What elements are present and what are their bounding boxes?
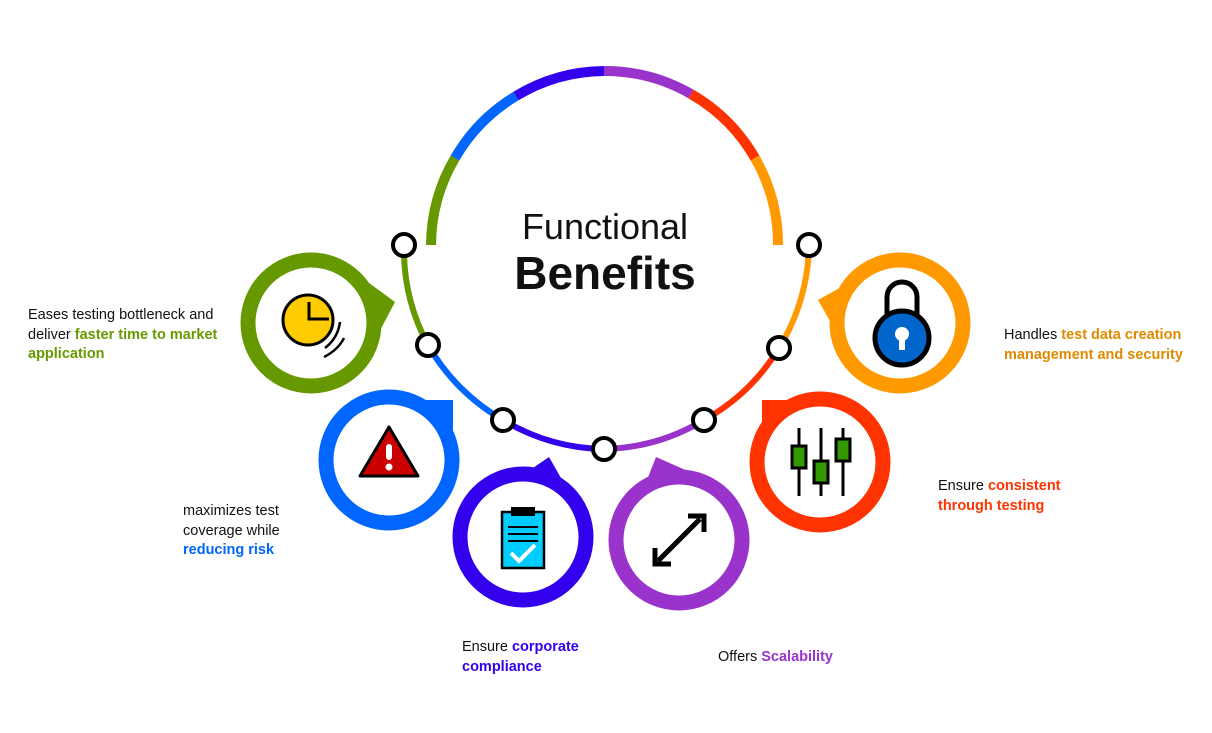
bubble-consistent	[749, 391, 891, 533]
caption-scalability: Offers Scalability	[718, 648, 898, 668]
upper-arc-purple	[603, 65, 694, 99]
upper-arc-green	[426, 155, 460, 246]
warning-icon	[358, 425, 420, 478]
node	[391, 232, 417, 258]
caption-highlight: test data creation management and securi…	[1004, 327, 1183, 363]
upper-arc-indigo	[513, 66, 605, 101]
upper-arc-red	[688, 89, 760, 161]
bubble-security	[818, 252, 971, 394]
caption-reduce-risk: maximizes test coverage while reducing r…	[183, 502, 303, 561]
caption-consistent: Ensure consistent through testing	[938, 477, 1073, 516]
upper-arc-orange	[750, 155, 784, 246]
clock-icon	[281, 293, 346, 359]
title-line1: Functional	[521, 206, 689, 247]
caption-text: Ensure	[938, 478, 988, 494]
node	[415, 332, 441, 358]
ring-nodes	[391, 232, 822, 462]
node	[691, 407, 717, 433]
sliders-icon	[790, 428, 852, 496]
node	[591, 436, 617, 462]
caption-faster-time: Eases testing bottleneck and deliver fas…	[28, 306, 218, 365]
node	[490, 407, 516, 433]
caption-text: Ensure	[462, 639, 512, 655]
bubble-compliance	[452, 457, 594, 608]
caption-security: Handles test data creation management an…	[1004, 326, 1204, 365]
caption-highlight: corporate compliance	[462, 639, 579, 675]
bubble-faster-time	[240, 252, 395, 394]
bubble-reduce-risk	[318, 389, 460, 531]
caption-text: Handles	[1004, 327, 1062, 343]
lower-arc-purple	[603, 417, 706, 452]
bubble-scalability	[608, 457, 750, 611]
caption-highlight: reducing risk	[183, 542, 275, 558]
caption-text: Offers	[718, 649, 762, 665]
caption-text: Eases testing bottleneck and deliver	[28, 307, 214, 343]
expand-arrows-icon	[652, 513, 707, 567]
lock-icon	[872, 279, 932, 368]
caption-text: maximizes test coverage while	[183, 503, 280, 539]
caption-compliance: Ensure corporate compliance	[462, 638, 592, 677]
title-line2: Benefits	[514, 247, 696, 299]
lower-arc-orange	[776, 244, 812, 350]
upper-arc-blue	[450, 91, 519, 161]
node	[796, 232, 822, 258]
caption-highlight: faster time to market application	[28, 326, 218, 363]
caption-highlight: Scalability	[761, 649, 833, 665]
caption-highlight: consistent through testing	[938, 478, 1061, 514]
node	[766, 335, 792, 361]
lower-arc-indigo	[501, 417, 605, 452]
upper-ring	[426, 65, 784, 246]
lower-arc-green	[400, 244, 431, 347]
clipboard-check-icon	[500, 507, 546, 570]
